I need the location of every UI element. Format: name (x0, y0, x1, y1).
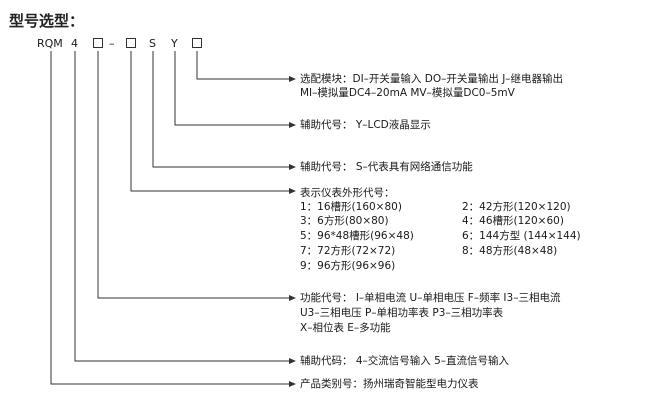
code-network: S (149, 37, 156, 50)
shape-item: 3：6方形(80×80) (300, 215, 389, 227)
line-lcd (174, 51, 290, 126)
shape-item: 7：72方形(72×72) (300, 245, 396, 257)
arrow-shape (289, 188, 296, 194)
shape-item: 2：42方形(120×120) (462, 201, 571, 213)
arrow-module (289, 76, 296, 82)
line-module (196, 51, 290, 80)
arrow-function (289, 295, 296, 301)
arrow-lcd (289, 122, 296, 128)
code-box-shape (126, 38, 136, 48)
function-line-1: 功能代号： I–单相电流 U–单相电压 F–频率 I3–三相电流 (300, 292, 561, 304)
line-aux-signal (74, 51, 290, 362)
page-title: 型号选型： (9, 12, 85, 30)
module-line-2: MI–模拟量DC4–20mA MV–模拟量DC0–5mV (300, 87, 515, 99)
aux-lcd-text: 辅助代号： Y–LCD液晶显示 (300, 119, 431, 131)
line-network (152, 51, 290, 168)
code-prefix: RQM (37, 37, 63, 50)
function-line-2: U3–三相电压 P–单相功率表 P3–三相功率表 (300, 307, 504, 319)
function-line-3: X–相位表 E–多功能 (300, 322, 391, 334)
code-aux: 4 (71, 37, 78, 50)
shape-item: 9：96方形(96×96) (300, 260, 396, 272)
shape-item: 1：16槽形(160×80) (300, 201, 402, 213)
aux-network-text: 辅助代号： S–代表具有网络通信功能 (300, 161, 473, 173)
shape-heading: 表示仪表外形代号： (300, 187, 395, 199)
code-lcd: Y (171, 37, 178, 50)
code-box-function (93, 38, 103, 48)
line-shape (130, 51, 290, 192)
shape-item: 6：144方型 (144×144) (462, 230, 581, 242)
line-function (97, 51, 290, 299)
arrow-aux-signal (289, 358, 296, 364)
shape-item: 5：96*48槽形(96×48) (300, 230, 414, 242)
code-box-module (192, 38, 202, 48)
shape-item: 4：46槽形(120×60) (462, 215, 564, 227)
shape-item: 8：48方形(48×48) (462, 245, 558, 257)
line-product (50, 51, 290, 385)
product-text: 产品类别号：扬州瑞奇智能型电力仪表 (300, 378, 479, 390)
code-dash: – (109, 37, 115, 50)
arrow-network (289, 164, 296, 170)
module-line-1: 选配模块：DI–开关量输入 DO–开关量输出 J–继电器输出 (300, 73, 564, 85)
arrow-product (289, 381, 296, 387)
aux-signal-text: 辅助代码： 4–交流信号输入 5–直流信号输入 (300, 355, 510, 367)
